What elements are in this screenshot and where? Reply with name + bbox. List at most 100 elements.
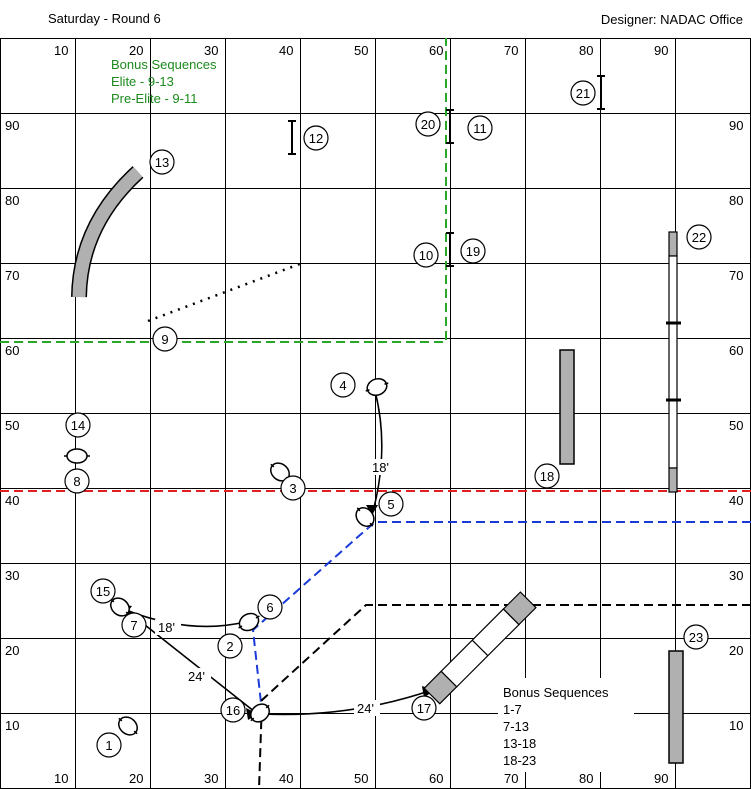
tunnels xyxy=(71,166,684,764)
top-label: 30 xyxy=(204,43,218,58)
designer-label: Designer: NADAC Office xyxy=(600,12,743,27)
bonus-lines xyxy=(0,38,751,789)
right-label: 60 xyxy=(729,343,743,358)
left-label: 70 xyxy=(5,268,19,283)
black-bonus-line xyxy=(258,604,751,789)
bonus-title: Bonus Sequences xyxy=(111,57,217,72)
bonus-line: 1-7 xyxy=(503,702,522,717)
number-18: 18 xyxy=(534,463,560,489)
obstacle-numbers: 1 2 3 4 5 6 7 8 9 10 11 12 13 14 15 16 1… xyxy=(64,80,712,758)
number-16: 16 xyxy=(220,697,246,723)
svg-text:18: 18 xyxy=(540,469,554,484)
svg-text:1: 1 xyxy=(105,738,112,753)
bottom-label: 90 xyxy=(654,771,668,786)
left-label: 10 xyxy=(5,718,19,733)
number-3: 3 xyxy=(280,475,306,501)
svg-text:4: 4 xyxy=(339,378,346,393)
number-10: 10 xyxy=(413,242,439,268)
bonus-box-bg xyxy=(498,678,634,772)
hoop-1 xyxy=(118,716,138,736)
right-label: 80 xyxy=(729,193,743,208)
bar-jumps xyxy=(288,75,605,267)
bottom-label: 60 xyxy=(429,771,443,786)
curved-tunnel-fill xyxy=(72,167,143,298)
number-8: 8 xyxy=(64,468,90,494)
right-label: 30 xyxy=(729,568,743,583)
number-23: 23 xyxy=(683,624,709,650)
distance-label: 24' xyxy=(357,701,374,716)
bonus-sequences-top: Bonus Sequences Elite - 9-13 Pre-Elite -… xyxy=(111,56,217,107)
grid xyxy=(0,38,751,789)
number-22: 22 xyxy=(686,224,712,250)
svg-text:20: 20 xyxy=(421,117,435,132)
jump-12 xyxy=(288,120,296,155)
number-9: 9 xyxy=(152,326,178,352)
number-7: 7 xyxy=(121,612,147,638)
svg-text:5: 5 xyxy=(387,497,394,512)
bonus-line: Elite - 9-13 xyxy=(111,74,174,89)
number-5: 5 xyxy=(378,491,404,517)
top-label: 20 xyxy=(129,43,143,58)
svg-text:3: 3 xyxy=(289,481,296,496)
number-11: 11 xyxy=(467,115,493,141)
right-label: 50 xyxy=(729,418,743,433)
jump-20-11 xyxy=(446,109,454,144)
svg-text:6: 6 xyxy=(266,600,273,615)
bottom-label: 50 xyxy=(354,771,368,786)
right-label: 70 xyxy=(729,268,743,283)
top-label: 70 xyxy=(504,43,518,58)
path-16-17 xyxy=(261,689,433,716)
hoops xyxy=(64,377,389,736)
left-label: 60 xyxy=(5,343,19,358)
bottom-label: 80 xyxy=(579,771,593,786)
bonus-line: Pre-Elite - 9-11 xyxy=(111,91,198,106)
course-header: Saturday - Round 6 Designer: NADAC Offic… xyxy=(0,0,751,38)
distance-label: 24' xyxy=(188,669,205,684)
svg-text:22: 22 xyxy=(692,230,706,245)
number-20: 20 xyxy=(415,111,441,137)
svg-text:12: 12 xyxy=(309,131,323,146)
number-1: 1 xyxy=(96,732,122,758)
svg-text:7: 7 xyxy=(130,618,137,633)
bonus-title: Bonus Sequences xyxy=(503,685,609,700)
dogwalk xyxy=(666,231,681,493)
bottom-label: 70 xyxy=(504,771,518,786)
svg-text:9: 9 xyxy=(161,332,168,347)
axis-labels: 10 20 30 40 50 60 70 80 90 10 20 30 40 5… xyxy=(5,43,743,786)
bonus-line: 18-23 xyxy=(503,753,537,768)
blue-bonus-line xyxy=(251,521,751,713)
number-2: 2 xyxy=(217,633,243,659)
jump-10-19 xyxy=(446,232,454,267)
hoop-8-14 xyxy=(64,448,90,464)
number-6: 6 xyxy=(257,594,283,620)
right-label: 10 xyxy=(729,718,743,733)
tunnel-23 xyxy=(668,650,684,764)
number-15: 15 xyxy=(90,578,116,604)
svg-text:2: 2 xyxy=(226,639,233,654)
tunnel-18 xyxy=(559,349,575,465)
hoop-15 xyxy=(110,597,130,617)
number-12: 12 xyxy=(303,125,329,151)
number-13: 13 xyxy=(149,149,175,175)
dotted-line xyxy=(147,260,306,323)
bottom-label: 20 xyxy=(129,771,143,786)
top-label: 90 xyxy=(654,43,668,58)
right-label: 20 xyxy=(729,643,743,658)
svg-text:11: 11 xyxy=(473,121,487,136)
handler-path xyxy=(125,390,433,716)
hoop-5 xyxy=(355,507,375,527)
bonus-line: 13-18 xyxy=(503,736,537,751)
svg-text:10: 10 xyxy=(419,248,433,263)
bottom-label: 10 xyxy=(54,771,68,786)
right-label: 40 xyxy=(729,493,743,508)
svg-text:23: 23 xyxy=(689,630,703,645)
number-17: 17 xyxy=(411,695,437,721)
left-label: 80 xyxy=(5,193,19,208)
top-label: 10 xyxy=(54,43,68,58)
left-label: 40 xyxy=(5,493,19,508)
hoop-6 xyxy=(238,612,260,632)
jump-21 xyxy=(597,75,605,110)
svg-text:21: 21 xyxy=(576,86,590,101)
path-4-5 xyxy=(371,390,383,516)
